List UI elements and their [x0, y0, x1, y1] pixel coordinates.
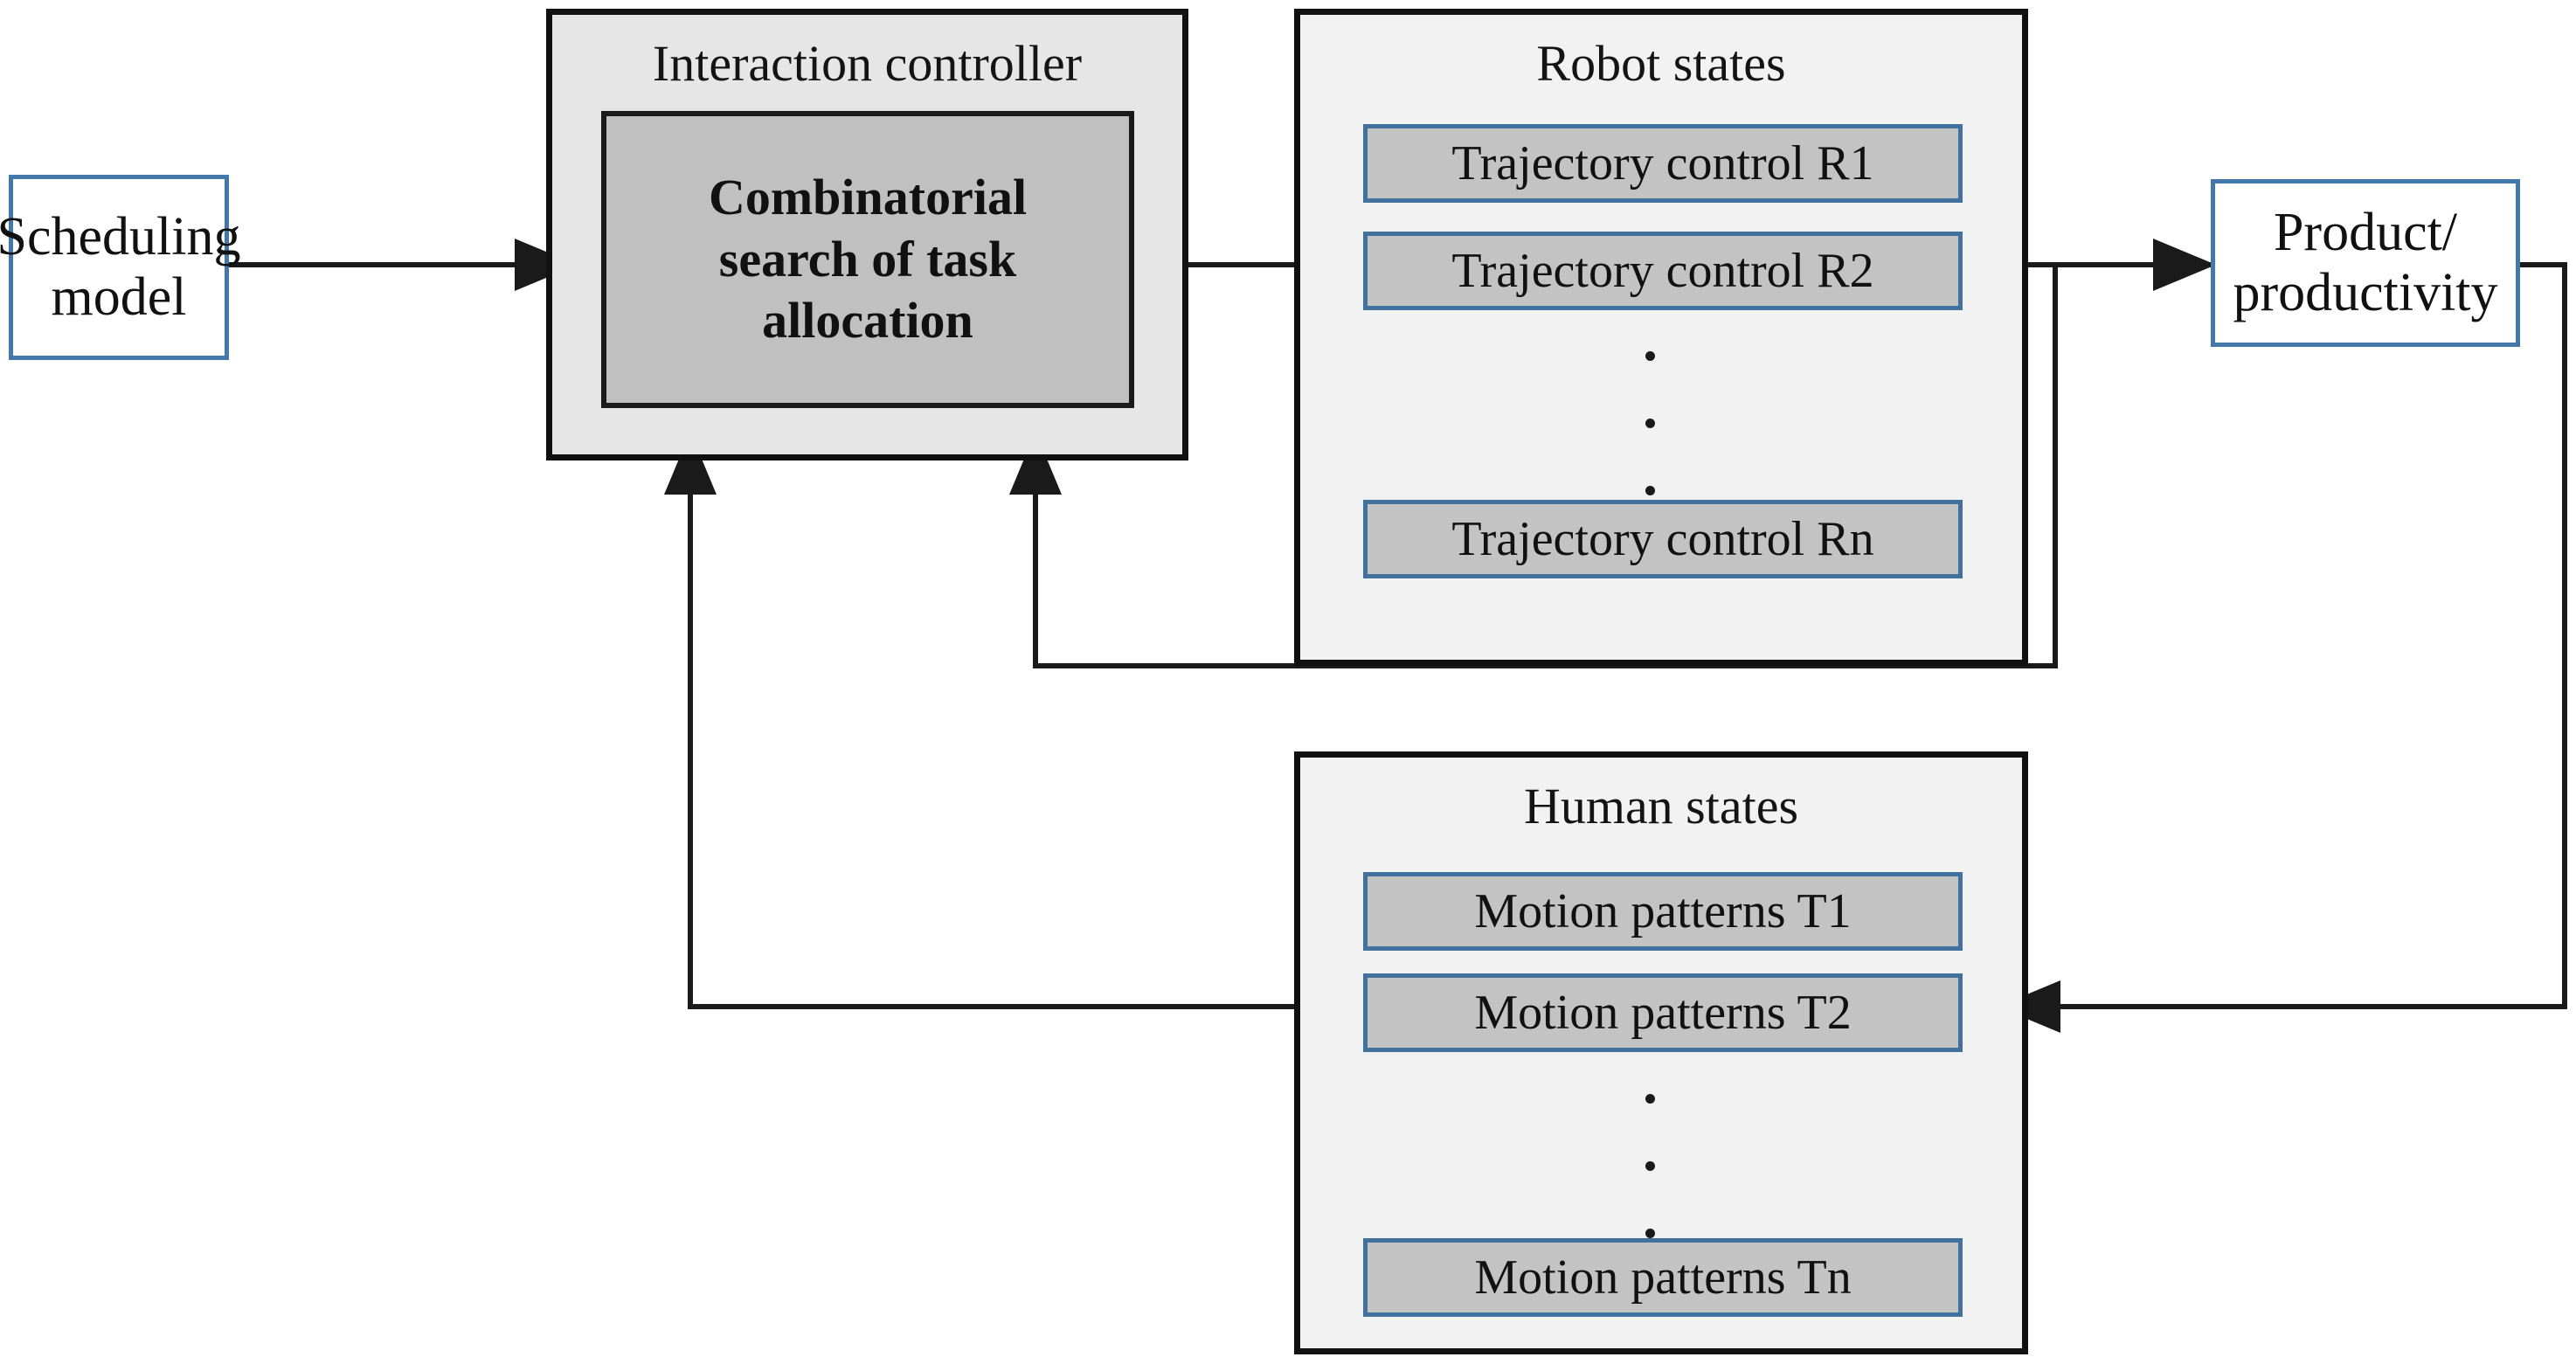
- scheduling-model-line2: model: [51, 267, 187, 327]
- node-human-states[interactable]: Human states Motion patterns T1 Motion p…: [1294, 751, 2028, 1354]
- node-scheduling-model[interactable]: Scheduling model: [0, 175, 241, 360]
- node-product-productivity[interactable]: Product/ productivity: [2211, 179, 2520, 347]
- human-state-label-tn: Motion patterns Tn: [1474, 1250, 1852, 1305]
- robot-states-title: Robot states: [1536, 35, 1786, 92]
- scheduling-model-label: Scheduling model: [0, 207, 241, 329]
- edge-human-feedback-to-controller: [664, 432, 1363, 1009]
- human-state-row-t1[interactable]: Motion patterns T1: [1363, 872, 1963, 951]
- combinatorial-search-line3: allocation: [762, 292, 973, 350]
- human-state-label-t2: Motion patterns T2: [1474, 986, 1852, 1040]
- robot-state-label-r2: Trajectory control R2: [1451, 244, 1874, 298]
- human-states-ellipsis-icon: [1640, 1094, 1659, 1238]
- edge-product-to-human: [1998, 262, 2567, 1033]
- scheduling-model-line1: Scheduling: [0, 206, 241, 267]
- product-productivity-line2: productivity: [2233, 263, 2498, 322]
- robot-state-row-r2[interactable]: Trajectory control R2: [1363, 232, 1963, 310]
- combinatorial-search-line1: Combinatorial: [708, 168, 1028, 225]
- robot-state-row-r1[interactable]: Trajectory control R1: [1363, 124, 1963, 203]
- robot-state-label-r1: Trajectory control R1: [1451, 136, 1874, 190]
- robot-states-ellipsis-icon: [1640, 351, 1659, 495]
- node-combinatorial-search[interactable]: Combinatorial search of task allocation: [601, 111, 1134, 408]
- node-interaction-controller[interactable]: Interaction controller Combinatorial sea…: [546, 9, 1188, 460]
- human-states-title: Human states: [1523, 778, 1799, 834]
- node-robot-states[interactable]: Robot states Trajectory control R1 Traje…: [1294, 9, 2028, 666]
- product-productivity-line1: Product/: [2273, 202, 2458, 262]
- interaction-controller-title: Interaction controller: [652, 35, 1083, 92]
- robot-state-row-rn[interactable]: Trajectory control Rn: [1363, 500, 1963, 578]
- human-state-label-t1: Motion patterns T1: [1474, 884, 1852, 938]
- robot-state-label-rn: Trajectory control Rn: [1451, 512, 1874, 566]
- product-productivity-label: Product/ productivity: [2233, 203, 2497, 324]
- human-state-row-t2[interactable]: Motion patterns T2: [1363, 973, 1963, 1052]
- human-state-row-tn[interactable]: Motion patterns Tn: [1363, 1238, 1963, 1317]
- combinatorial-search-line2: search of task: [718, 230, 1017, 287]
